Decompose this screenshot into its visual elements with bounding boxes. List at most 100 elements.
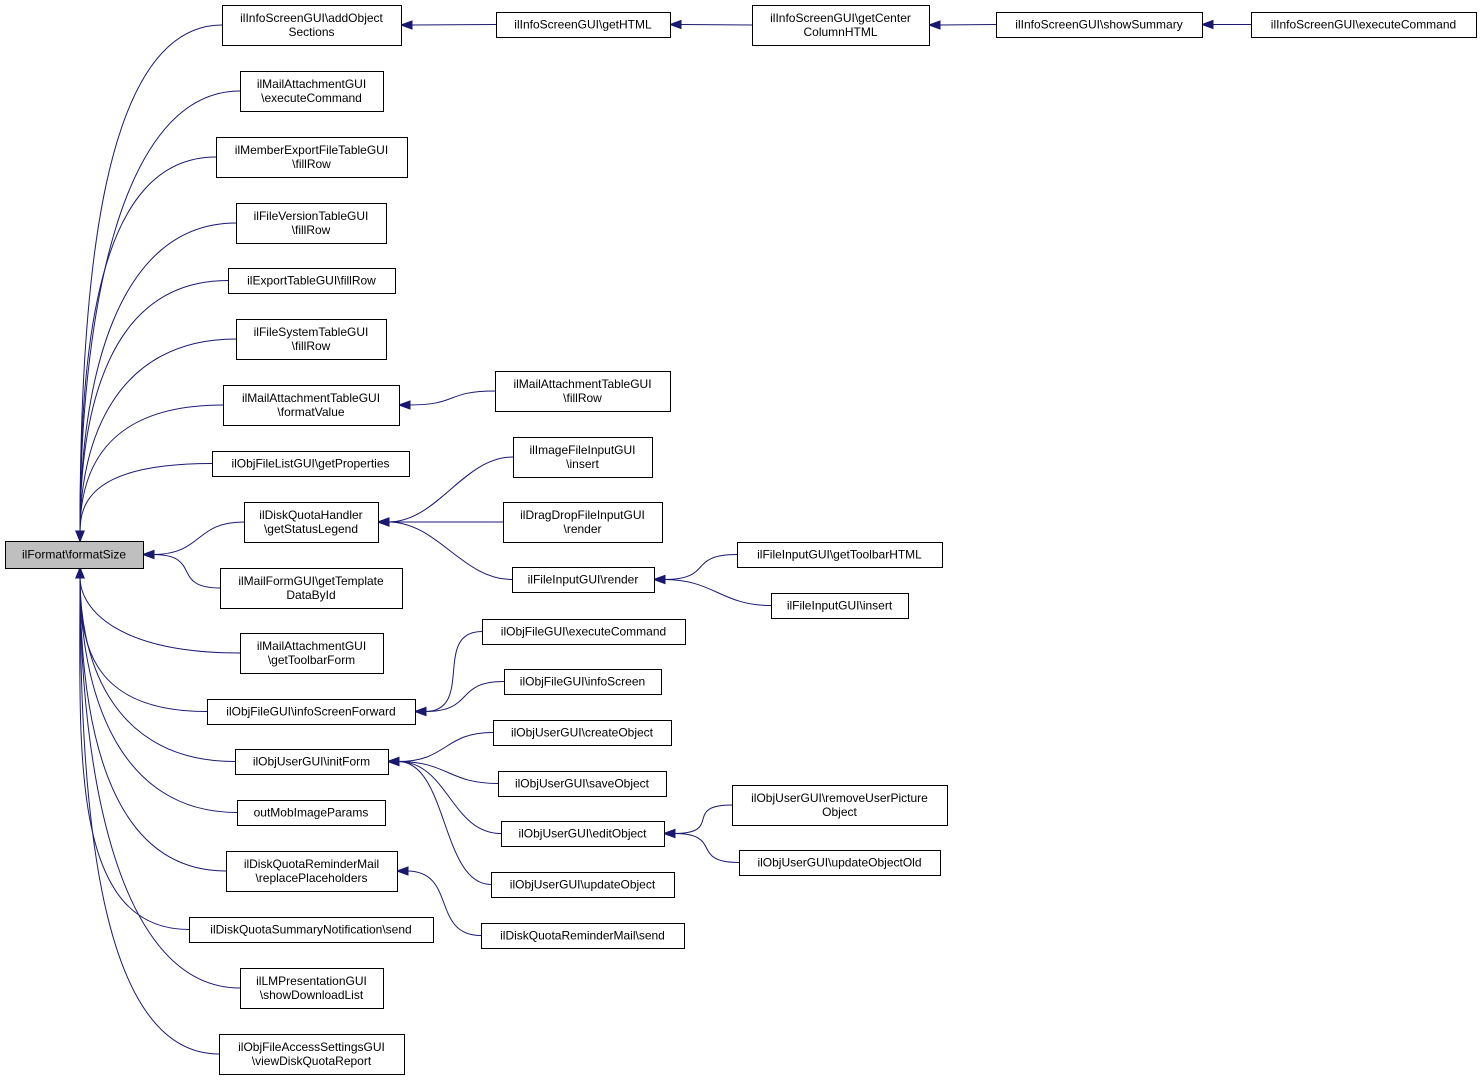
- node-label: ilObjUserGUI\initForm: [253, 755, 370, 769]
- function-node-n5[interactable]: ilExportTableGUI\fillRow: [228, 268, 396, 294]
- node-box: [482, 619, 686, 645]
- node-box: [244, 502, 379, 543]
- node-box: [495, 371, 671, 412]
- call-edge: [668, 19, 753, 30]
- node-label: ilFormat\formatSize: [22, 548, 126, 562]
- call-edge: [386, 756, 492, 885]
- call-edge: [386, 756, 499, 784]
- node-label: ilObjUserGUI\editObject: [518, 827, 647, 841]
- function-node-n8[interactable]: ilObjFileListGUI\getProperties: [212, 451, 410, 477]
- call-edge: [413, 681, 505, 717]
- function-node-m12[interactable]: ilObjFileGUI\infoScreen: [504, 669, 662, 695]
- call-edge: [75, 404, 224, 543]
- node-box: [236, 319, 387, 360]
- function-node-m8[interactable]: ilFileInputGUI\render: [512, 567, 655, 593]
- function-node-n3[interactable]: ilMemberExportFileTableGUI\fillRow: [216, 137, 408, 178]
- node-label: ilDiskQuotaReminderMail\send: [500, 929, 665, 943]
- function-node-n2[interactable]: ilMailAttachmentGUI\executeCommand: [240, 71, 384, 112]
- function-node-m10[interactable]: ilFileInputGUI\insert: [771, 593, 909, 619]
- node-label: ilInfoScreenGUI\showSummary: [1015, 18, 1182, 32]
- function-node-n17[interactable]: ilLMPresentationGUI\showDownloadList: [240, 968, 384, 1009]
- node-box: [222, 5, 402, 46]
- node-box: [226, 851, 398, 892]
- node-box: [237, 800, 386, 826]
- arrowhead: [386, 756, 400, 767]
- function-node-n9[interactable]: ilDiskQuotaHandler\getStatusLegend: [244, 502, 379, 543]
- node-label: ColumnHTML: [803, 25, 877, 39]
- call-edge: [1200, 19, 1251, 30]
- node-label: ilMailAttachmentGUI: [257, 639, 366, 653]
- node-label: \fillRow: [292, 339, 331, 353]
- function-node-m16[interactable]: ilObjUserGUI\updateObject: [491, 872, 675, 898]
- function-node-m14[interactable]: ilObjUserGUI\saveObject: [498, 771, 667, 797]
- node-label: Sections: [288, 25, 334, 39]
- arrowhead: [927, 20, 941, 30]
- node-box: [503, 502, 663, 543]
- function-node-n15[interactable]: ilDiskQuotaReminderMail\replacePlacehold…: [226, 851, 398, 892]
- function-node-m13[interactable]: ilObjUserGUI\createObject: [493, 720, 672, 746]
- function-node-m19[interactable]: ilDiskQuotaReminderMail\send: [481, 923, 685, 949]
- node-box: [228, 268, 396, 294]
- node-label: ilObjUserGUI\updateObject: [510, 878, 656, 892]
- call-edge: [75, 566, 241, 654]
- function-node-n13[interactable]: ilObjUserGUI\initForm: [235, 749, 389, 775]
- node-box: [216, 137, 408, 178]
- call-edge: [386, 732, 494, 767]
- function-node-m6[interactable]: ilImageFileInputGUI\insert: [513, 437, 653, 478]
- call-edge: [75, 566, 236, 762]
- function-node-m18[interactable]: ilObjUserGUI\updateObjectOld: [739, 850, 941, 876]
- call-edge: [662, 828, 740, 863]
- node-box: [752, 5, 930, 46]
- function-node-m7[interactable]: ilDragDropFileInputGUI\render: [503, 502, 663, 543]
- function-node-n11[interactable]: ilMailAttachmentGUI\getToolbarForm: [240, 633, 384, 674]
- node-label: \executeCommand: [261, 91, 362, 105]
- function-node-n7[interactable]: ilMailAttachmentTableGUI\formatValue: [223, 385, 400, 426]
- call-edge: [75, 280, 229, 543]
- call-edge: [652, 574, 772, 606]
- node-label: ilObjUserGUI\createObject: [511, 726, 654, 740]
- call-edge: [141, 549, 221, 589]
- node-box: [493, 720, 672, 746]
- call-edge: [75, 566, 227, 872]
- function-node-n6[interactable]: ilFileSystemTableGUI\fillRow: [236, 319, 387, 360]
- node-label: ilObjUserGUI\updateObjectOld: [757, 856, 921, 870]
- function-node-n4[interactable]: ilFileVersionTableGUI\fillRow: [236, 203, 387, 244]
- arrowhead: [395, 866, 409, 876]
- function-node-n14[interactable]: outMobImageParams: [237, 800, 386, 826]
- function-node-m3[interactable]: ilInfoScreenGUI\showSummary: [996, 12, 1203, 38]
- root-function-node[interactable]: ilFormat\formatSize: [5, 541, 144, 569]
- node-box: [739, 850, 941, 876]
- function-node-m4[interactable]: ilInfoScreenGUI\executeCommand: [1251, 12, 1477, 38]
- node-label: ilFileInputGUI\render: [528, 573, 639, 587]
- node-label: ilDiskQuotaReminderMail: [244, 857, 379, 871]
- function-node-m9[interactable]: ilFileInputGUI\getToolbarHTML: [737, 542, 943, 568]
- node-box: [512, 567, 655, 593]
- node-label: DataById: [286, 588, 335, 602]
- function-node-m15[interactable]: ilObjUserGUI\editObject: [501, 821, 665, 847]
- call-edge: [75, 463, 213, 543]
- arrowhead: [652, 574, 666, 585]
- function-node-n16[interactable]: ilDiskQuotaSummaryNotification\send: [189, 917, 434, 943]
- node-label: ilMailFormGUI\getTemplate: [238, 574, 384, 588]
- node-label: \formatValue: [277, 405, 344, 419]
- arrowhead: [75, 566, 85, 579]
- node-label: ilDiskQuotaHandler: [259, 508, 362, 522]
- node-label: ilInfoScreenGUI\addObject: [240, 11, 383, 25]
- call-edge: [75, 156, 217, 543]
- node-label: Object: [822, 805, 857, 819]
- node-box: [481, 923, 685, 949]
- function-node-m11[interactable]: ilObjFileGUI\executeCommand: [482, 619, 686, 645]
- arrowhead: [662, 828, 676, 839]
- function-node-m5[interactable]: ilMailAttachmentTableGUI\fillRow: [495, 371, 671, 412]
- node-box: [491, 872, 675, 898]
- node-box: [212, 451, 410, 477]
- node-box: [496, 12, 671, 38]
- function-node-m1[interactable]: ilInfoScreenGUI\getHTML: [496, 12, 671, 38]
- node-label: ilObjFileGUI\executeCommand: [501, 625, 666, 639]
- function-node-n12[interactable]: ilObjFileGUI\infoScreenForward: [207, 699, 416, 725]
- function-node-n18[interactable]: ilObjFileAccessSettingsGUI\viewDiskQuota…: [219, 1034, 405, 1075]
